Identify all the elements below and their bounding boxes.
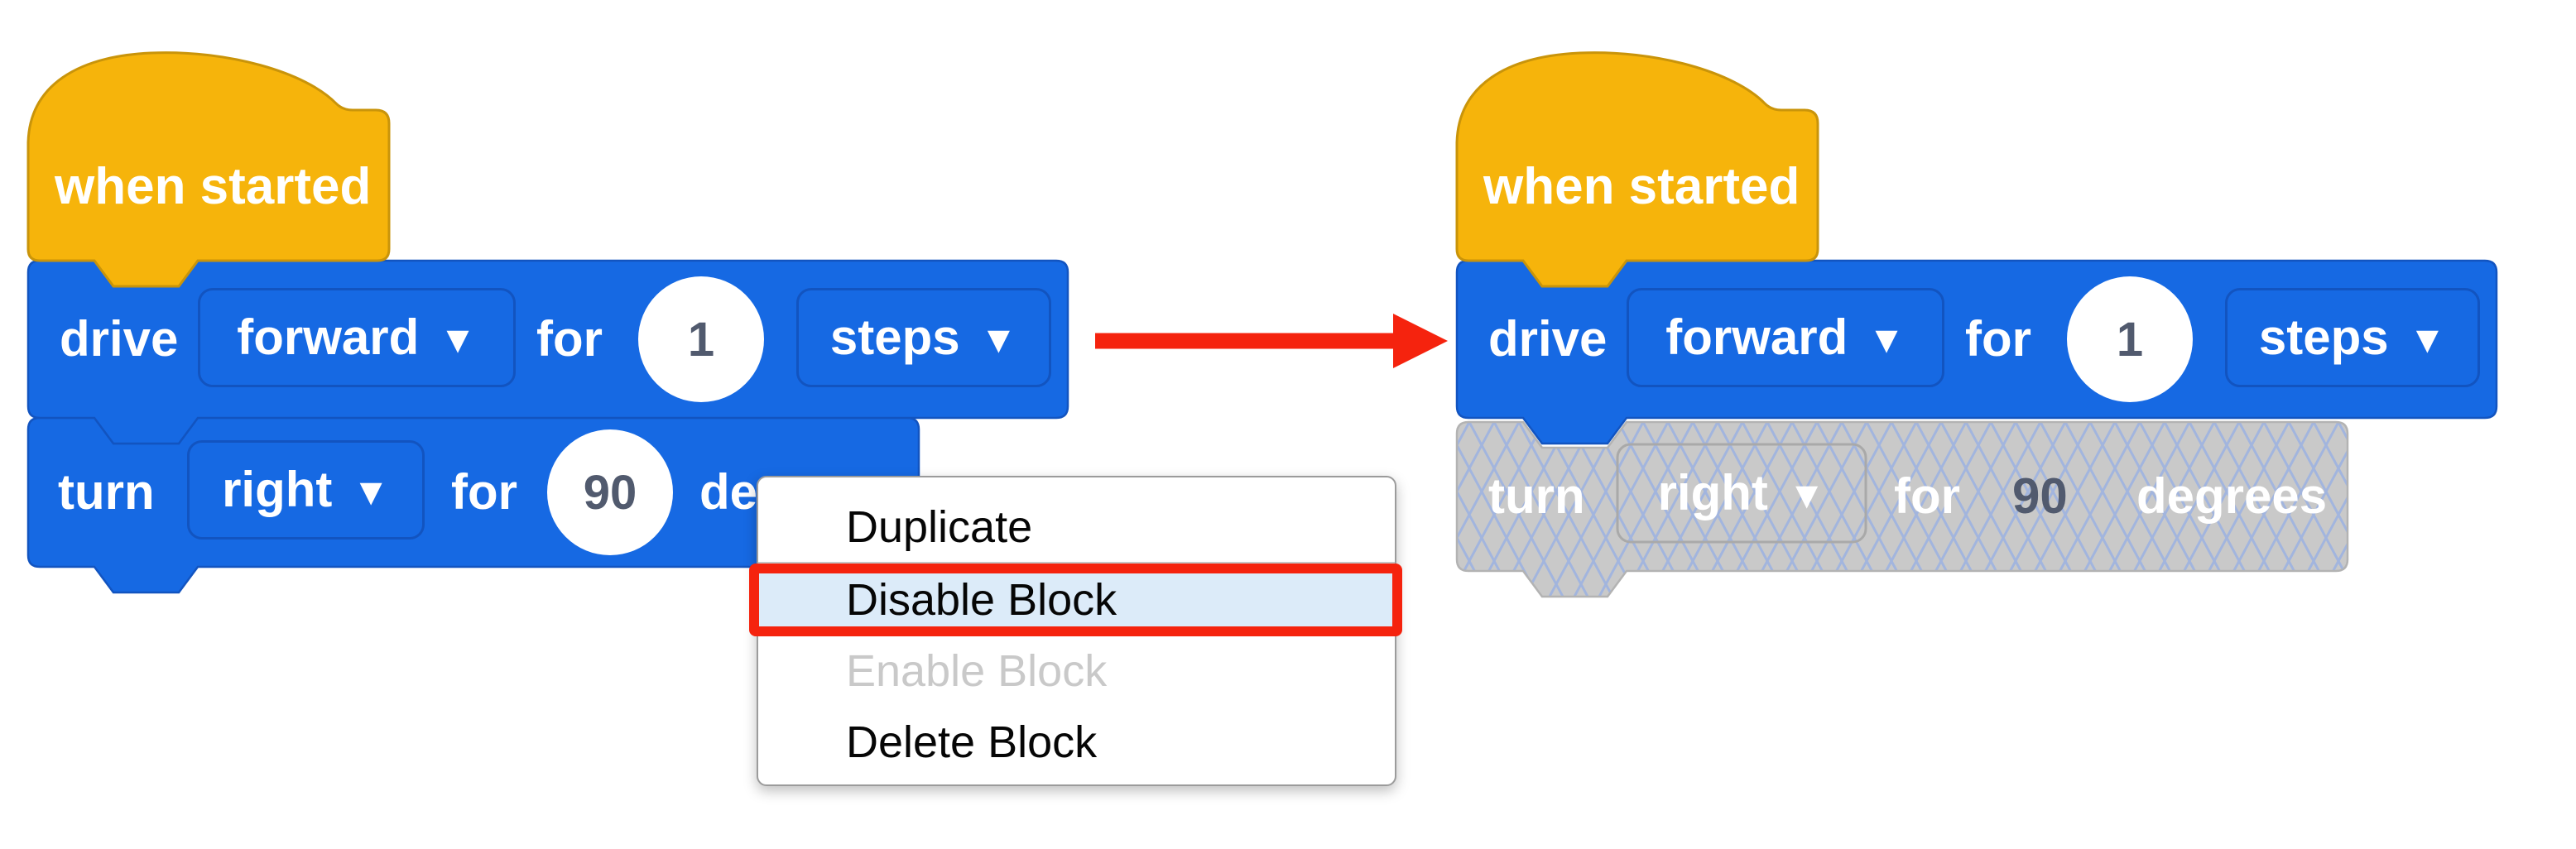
turn-direction-dropdown[interactable]: right ▼: [187, 440, 425, 540]
dropdown-arrow-icon: ▼: [2408, 318, 2447, 361]
menu-item-label: Enable Block: [846, 646, 1108, 696]
hat-block-label: when started: [55, 158, 372, 215]
disabled-block-hatch: [1455, 420, 2349, 598]
menu-item-label: Delete Block: [846, 717, 1098, 767]
drive-direction-dropdown[interactable]: forward ▼: [198, 288, 516, 387]
drive-verb-label: drive: [60, 311, 179, 367]
when-started-hat-block[interactable]: [26, 51, 391, 294]
dropdown-arrow-icon: ▼: [352, 470, 390, 513]
turn-direction-value: right: [222, 462, 333, 517]
highlight-annotation-box: [749, 564, 1402, 636]
turn-angle-value[interactable]: 90: [2012, 468, 2068, 524]
turn-angle-input[interactable]: 90: [547, 429, 673, 555]
turn-angle-value: 90: [583, 465, 637, 520]
dropdown-arrow-icon: ▼: [1867, 318, 1906, 361]
disabled-dropdown-outline: [1616, 443, 1867, 544]
menu-item-delete-block[interactable]: Delete Block: [758, 707, 1395, 778]
hat-block-label: when started: [1483, 158, 1800, 215]
drive-direction-value: forward: [1665, 309, 1848, 365]
dropdown-arrow-icon: ▼: [439, 318, 477, 361]
drive-for-label: for: [536, 311, 603, 367]
transition-arrow-icon: [1095, 314, 1448, 368]
drive-unit-value: steps: [829, 309, 960, 365]
when-started-hat-block[interactable]: [1455, 51, 1819, 294]
drive-verb-label: drive: [1488, 311, 1608, 367]
hat-block-shape: [1455, 51, 1819, 288]
turn-block-disabled[interactable]: [1455, 420, 2349, 600]
turn-unit-label: degrees: [2136, 468, 2328, 524]
drive-block-shape: [1455, 259, 2498, 445]
turn-verb-label: turn: [58, 464, 155, 520]
turn-verb-label: turn: [1488, 468, 1585, 524]
drive-unit-dropdown[interactable]: steps ▼: [2225, 288, 2480, 387]
drive-block-shape: [26, 259, 1069, 445]
drive-unit-value: steps: [2258, 309, 2389, 365]
turn-for-label: for: [1894, 468, 1960, 524]
turn-direction-value: right: [1657, 465, 1768, 520]
drive-direction-value: forward: [237, 309, 420, 365]
turn-for-label: for: [451, 464, 517, 520]
drive-unit-dropdown[interactable]: steps ▼: [796, 288, 1051, 387]
turn-direction-dropdown[interactable]: right ▼: [1617, 444, 1866, 542]
drive-block[interactable]: [1455, 259, 2498, 447]
dropdown-arrow-icon: ▼: [1787, 473, 1826, 516]
drive-block[interactable]: [26, 259, 1069, 447]
drive-distance-value: 1: [687, 312, 715, 367]
drive-distance-input[interactable]: 1: [638, 276, 764, 402]
drive-direction-dropdown[interactable]: forward ▼: [1627, 288, 1944, 387]
menu-item-duplicate[interactable]: Duplicate: [758, 492, 1395, 563]
drive-distance-value: 1: [2116, 312, 2144, 367]
drive-distance-input[interactable]: 1: [2067, 276, 2193, 402]
menu-item-label: Duplicate: [846, 502, 1033, 552]
menu-divider: [758, 562, 1395, 564]
dropdown-arrow-icon: ▼: [979, 318, 1018, 361]
menu-item-enable-block: Enable Block: [758, 636, 1395, 707]
menu-item-label: Disable Block: [846, 575, 1117, 625]
menu-item-disable-block[interactable]: Disable Block: [758, 564, 1395, 636]
hat-block-shape: [26, 51, 391, 288]
drive-for-label: for: [1965, 311, 2031, 367]
